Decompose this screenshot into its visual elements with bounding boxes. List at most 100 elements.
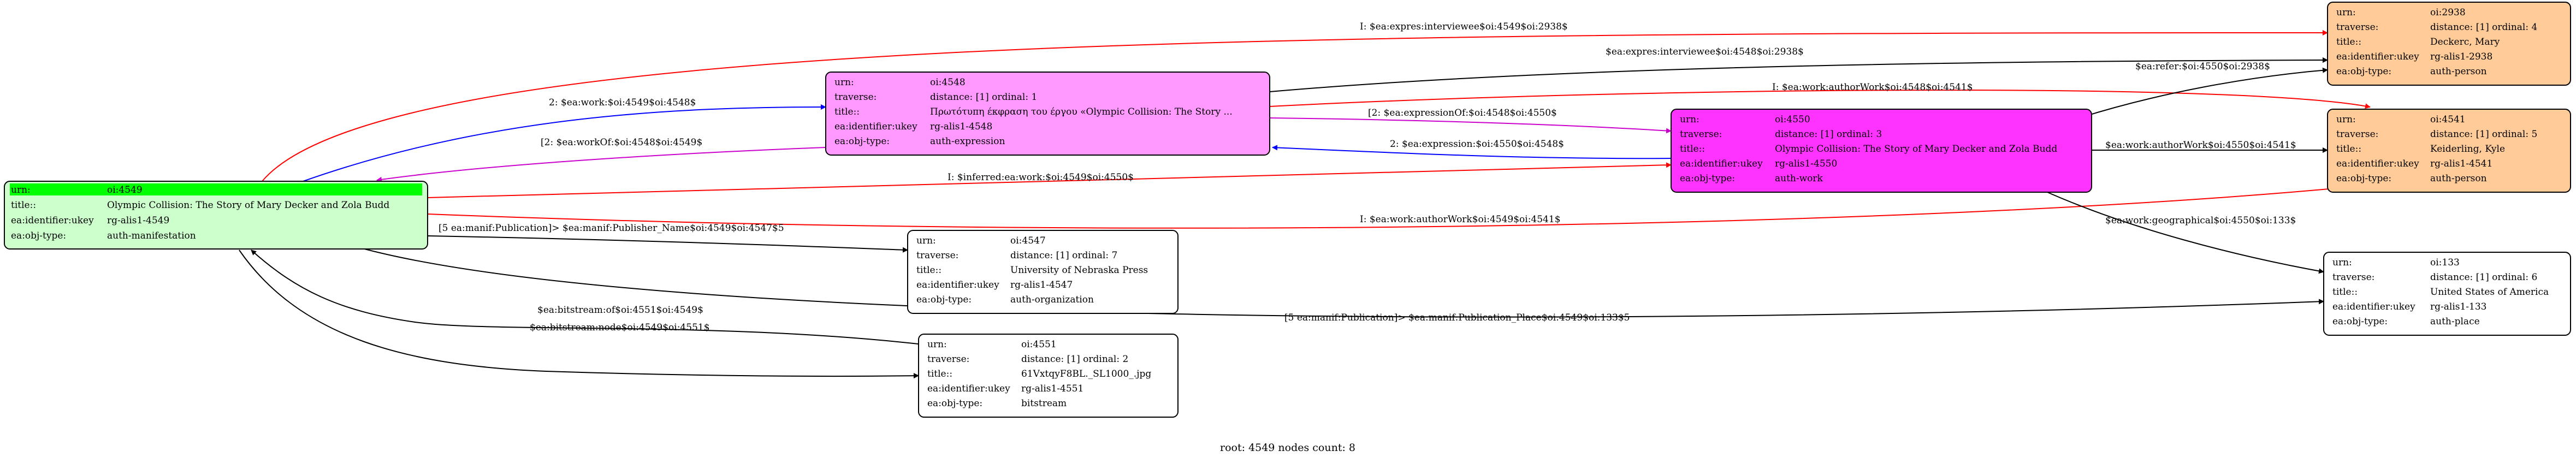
nodes: urn: oi:4549 title:: Olympic Collision: … <box>4 2 2571 418</box>
edge-interviewee-4548-2938: $ea:expres:interviewee$oi:4548$oi:2938$ <box>1269 46 2328 92</box>
node-value: rg-alis1-4550 <box>1775 158 1837 169</box>
node-key: ea:identifier:ukey <box>834 121 917 132</box>
node-key: traverse: <box>1680 129 1722 140</box>
node-value: Keiderling, Kyle <box>2430 144 2505 155</box>
node-key: ea:identifier:ukey <box>2332 301 2415 312</box>
edge-label: $ea:bitstream:node$oi:4549$oi:4551$ <box>530 322 710 333</box>
node-key: ea:obj-type: <box>927 398 982 409</box>
node-key: urn: <box>834 77 854 88</box>
edge-interviewee-4549-2938: I: $ea:expres:interviewee$oi:4549$oi:293… <box>262 21 2328 182</box>
node-key: traverse: <box>2336 129 2378 140</box>
node-root-4549[interactable]: urn: oi:4549 title:: Olympic Collision: … <box>4 181 428 250</box>
edge-label: 2: $ea:expression:$oi:4550$oi:4548$ <box>1390 139 1564 150</box>
edge-publication-place-4549-133: [5 ea:manif:Publication]> $ea:manif:Publ… <box>360 247 2324 323</box>
node-expression-4548[interactable]: urn: oi:4548 traverse: distance: [1] ord… <box>825 72 1270 156</box>
node-key: ea:identifier:ukey <box>1680 158 1763 169</box>
node-key: ea:obj-type: <box>11 230 66 241</box>
node-value: auth-manifestation <box>107 230 196 241</box>
node-value: auth-work <box>1775 173 1823 184</box>
node-value: rg-alis1-4549 <box>107 215 169 226</box>
node-value: oi:4550 <box>1775 114 1810 125</box>
node-bitstream-4551[interactable]: urn: oi:4551 traverse: distance: [1] ord… <box>918 334 1179 418</box>
node-value: Olympic Collision: The Story of Mary Dec… <box>107 200 389 211</box>
edge-label: $ea:bitstream:of$oi:4551$oi:4549$ <box>537 305 703 316</box>
node-value: rg-alis1-4551 <box>1021 383 1083 394</box>
edge-label: [2: $ea:workOf:$oi:4548$oi:4549$ <box>541 137 702 148</box>
node-value: rg-alis1-4548 <box>930 121 992 132</box>
node-key: title:: <box>1680 144 1705 155</box>
node-key: urn: <box>2336 7 2356 18</box>
edge-label: $ea:work:authorWork$oi:4550$oi:4541$ <box>2105 140 2296 151</box>
node-person-2938[interactable]: urn: oi:2938 traverse: distance: [1] ord… <box>2327 2 2571 86</box>
edge-authorWork-4548-4541: I: $ea:work:authorWork$oi:4548$oi:4541$ <box>1269 82 2371 109</box>
edge-label: $ea:refer:$oi:4550$oi:2938$ <box>2135 61 2270 72</box>
node-value: oi:4541 <box>2430 114 2466 125</box>
node-key: urn: <box>2332 257 2352 268</box>
node-value: distance: [1] ordinal: 5 <box>2430 129 2537 140</box>
node-key: ea:identifier:ukey <box>2336 51 2419 62</box>
node-value: rg-alis1-4547 <box>1010 280 1073 290</box>
node-place-133[interactable]: urn: oi:133 traverse: distance: [1] ordi… <box>2323 252 2571 336</box>
node-value: oi:2938 <box>2430 7 2466 18</box>
node-work-4550[interactable]: urn: oi:4550 traverse: distance: [1] ord… <box>1671 109 2092 193</box>
edge-label: [5 ea:manif:Publication]> $ea:manif:Publ… <box>439 223 784 234</box>
edge-workOf-4548-4549: [2: $ea:workOf:$oi:4548$oi:4549$ <box>376 137 826 182</box>
node-value: Olympic Collision: The Story of Mary Dec… <box>1775 144 2057 155</box>
edge-label: [2: $ea:expressionOf:$oi:4548$oi:4550$ <box>1368 108 1557 118</box>
node-value: Πρωτότυπη έκφραση του έργου «Olympic Col… <box>930 106 1233 117</box>
node-key: traverse: <box>927 354 969 365</box>
node-value: auth-person <box>2430 173 2487 184</box>
edge-label: I: $ea:work:authorWork$oi:4549$oi:4541$ <box>1360 214 1561 225</box>
edge-work-4549-4548: 2: $ea:work:$oi:4549$oi:4548$ <box>303 97 826 182</box>
node-value: rg-alis1-2938 <box>2430 51 2492 62</box>
node-key: ea:obj-type: <box>1680 173 1735 184</box>
node-key: title:: <box>834 106 860 117</box>
node-person-4541[interactable]: urn: oi:4541 traverse: distance: [1] ord… <box>2327 109 2571 193</box>
node-value: oi:133 <box>2430 257 2460 268</box>
node-key: urn: <box>2336 114 2356 125</box>
node-key: ea:obj-type: <box>916 294 972 305</box>
edge-expressionOf-4548-4550: [2: $ea:expressionOf:$oi:4548$oi:4550$ <box>1269 108 1672 134</box>
node-key: ea:obj-type: <box>2336 173 2391 184</box>
node-value: auth-organization <box>1010 294 1094 305</box>
edge-label: 2: $ea:work:$oi:4549$oi:4548$ <box>549 97 696 108</box>
edge-authorWork-4550-4541: $ea:work:authorWork$oi:4550$oi:4541$ <box>2092 140 2328 153</box>
edge-label: $ea:expres:interviewee$oi:4548$oi:2938$ <box>1606 46 1804 57</box>
edge-publisher-4549-4547: [5 ea:manif:Publication]> $ea:manif:Publ… <box>427 223 908 253</box>
node-value: 61VxtqyF8BL._SL1000_.jpg <box>1021 369 1151 379</box>
node-value: auth-place <box>2430 316 2480 327</box>
node-value: oi:4547 <box>1010 235 1046 246</box>
node-key: title:: <box>2332 287 2358 298</box>
node-key: urn: <box>1680 114 1699 125</box>
node-value: distance: [1] ordinal: 1 <box>930 92 1037 103</box>
node-key: title:: <box>2336 144 2361 155</box>
node-key: title:: <box>927 369 952 379</box>
node-key: urn: <box>11 185 31 195</box>
edge-label: [5 ea:manif:Publication]> $ea:manif:Publ… <box>1284 312 1630 323</box>
node-value: oi:4551 <box>1021 339 1057 350</box>
node-key: ea:obj-type: <box>2336 66 2391 77</box>
node-value: rg-alis1-133 <box>2430 301 2487 312</box>
node-key: ea:identifier:ukey <box>927 383 1010 394</box>
edge-label: I: $ea:expres:interviewee$oi:4549$oi:293… <box>1360 21 1568 32</box>
node-value: United States of America <box>2430 287 2549 298</box>
graph-footer: root: 4549 nodes count: 8 <box>1220 442 1355 454</box>
node-value: distance: [1] ordinal: 3 <box>1775 129 1882 140</box>
node-value: auth-expression <box>930 136 1005 147</box>
edge-label: I: $inferred:ea:work:$oi:4549$oi:4550$ <box>948 172 1134 183</box>
node-value: distance: [1] ordinal: 4 <box>2430 22 2537 33</box>
node-key: ea:identifier:ukey <box>11 215 94 226</box>
node-value: distance: [1] ordinal: 2 <box>1021 354 1128 365</box>
node-key: traverse: <box>916 250 958 261</box>
edge-authorWork-4549-4541: I: $ea:work:authorWork$oi:4549$oi:4541$ <box>427 183 2365 229</box>
edge-bitstream-of-4551-4549: $ea:bitstream:of$oi:4551$oi:4549$ <box>251 250 919 345</box>
node-key: traverse: <box>2332 272 2374 283</box>
node-key: title:: <box>2336 37 2361 48</box>
node-key: ea:identifier:ukey <box>916 280 999 290</box>
node-value: distance: [1] ordinal: 7 <box>1010 250 1117 261</box>
node-key: title:: <box>916 265 941 276</box>
edge-inferred-4549-4550: I: $inferred:ea:work:$oi:4549$oi:4550$ <box>427 162 1672 198</box>
node-organization-4547[interactable]: urn: oi:4547 traverse: distance: [1] ord… <box>907 230 1179 314</box>
node-key: title:: <box>11 200 36 211</box>
